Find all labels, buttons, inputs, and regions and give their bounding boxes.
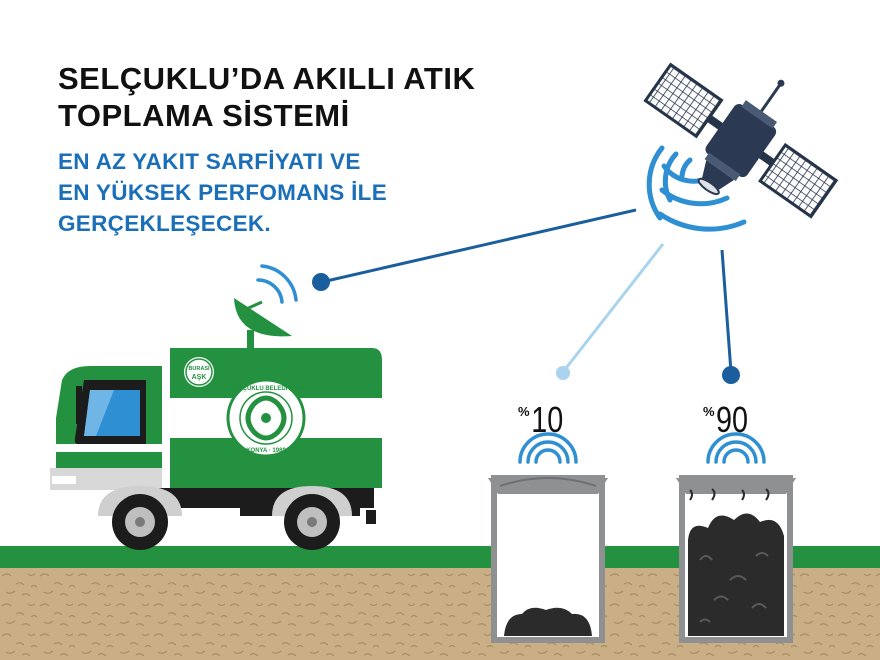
headline-line-2: TOPLAMA SİSTEMİ [58, 98, 350, 133]
subheadline: EN AZ YAKIT SARFİYATI VE EN YÜKSEK PERFO… [58, 146, 387, 239]
badge-text-top: BURASI [188, 366, 210, 372]
headline-line-1: SELÇUKLU’DA AKILLI ATIK [58, 61, 476, 96]
bin-1-percent-sign: % [518, 404, 530, 419]
link-node-truck [312, 273, 330, 291]
badge-text-bottom: AŞK [192, 374, 207, 381]
truck-badge: BURASI AŞK [184, 357, 214, 387]
link-node-bin-1 [556, 366, 570, 380]
subheadline-line-1: EN AZ YAKIT SARFİYATI VE [58, 149, 361, 174]
grass-strip [0, 546, 880, 568]
bin-high-fill: % 90 [676, 399, 796, 643]
truck-dish-icon [234, 264, 298, 348]
subheadline-line-3: GERÇEKLEŞECEK. [58, 211, 271, 236]
front-wheel [112, 494, 168, 550]
bin-low-fill: % 10 [488, 399, 608, 643]
garbage-truck: BURASI AŞK SELÇUKLU BELEDİYESİ KONYA · 1… [50, 264, 382, 550]
link-node-bin-2 [722, 366, 740, 384]
satellite-icon [643, 62, 839, 232]
link-line-bin-2 [720, 249, 733, 373]
subheadline-line-2: EN YÜKSEK PERFOMANS İLE [58, 180, 388, 205]
bin-2-signal-icon [706, 432, 766, 464]
rear-wheel [284, 494, 340, 550]
seal-text-bottom: KONYA · 1989 [246, 448, 286, 454]
bin-2-percent-sign: % [703, 404, 715, 419]
link-line-bin-1 [561, 243, 665, 373]
link-line-truck [321, 208, 637, 284]
satellite-signal-icon [646, 145, 747, 232]
municipality-seal: SELÇUKLU BELEDİYESİ KONYA · 1989 [226, 378, 306, 458]
seal-text-top: SELÇUKLU BELEDİYESİ [231, 385, 301, 392]
bin-1-signal-icon [518, 432, 578, 464]
headline: SELÇUKLU’DA AKILLI ATIK TOPLAMA SİSTEMİ [58, 60, 475, 134]
